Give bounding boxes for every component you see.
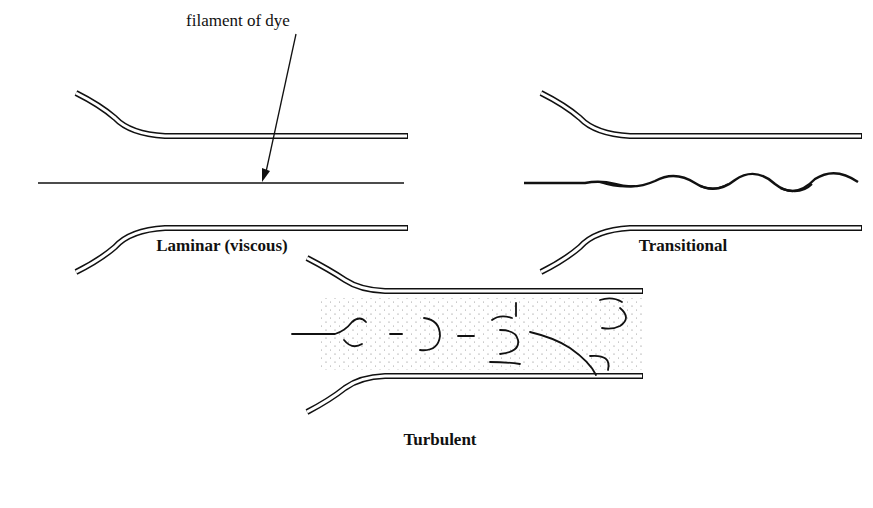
transitional-pipe xyxy=(524,93,862,272)
leader-label: filament of dye xyxy=(186,12,290,31)
leader-line xyxy=(262,34,296,182)
flow-type-label: Turbulent xyxy=(403,431,476,450)
turbulent-pipe xyxy=(292,258,643,412)
flow-type-label: Transitional xyxy=(639,237,727,256)
laminar-pipe xyxy=(38,93,408,272)
flow-type-label: Laminar (viscous) xyxy=(156,237,287,256)
